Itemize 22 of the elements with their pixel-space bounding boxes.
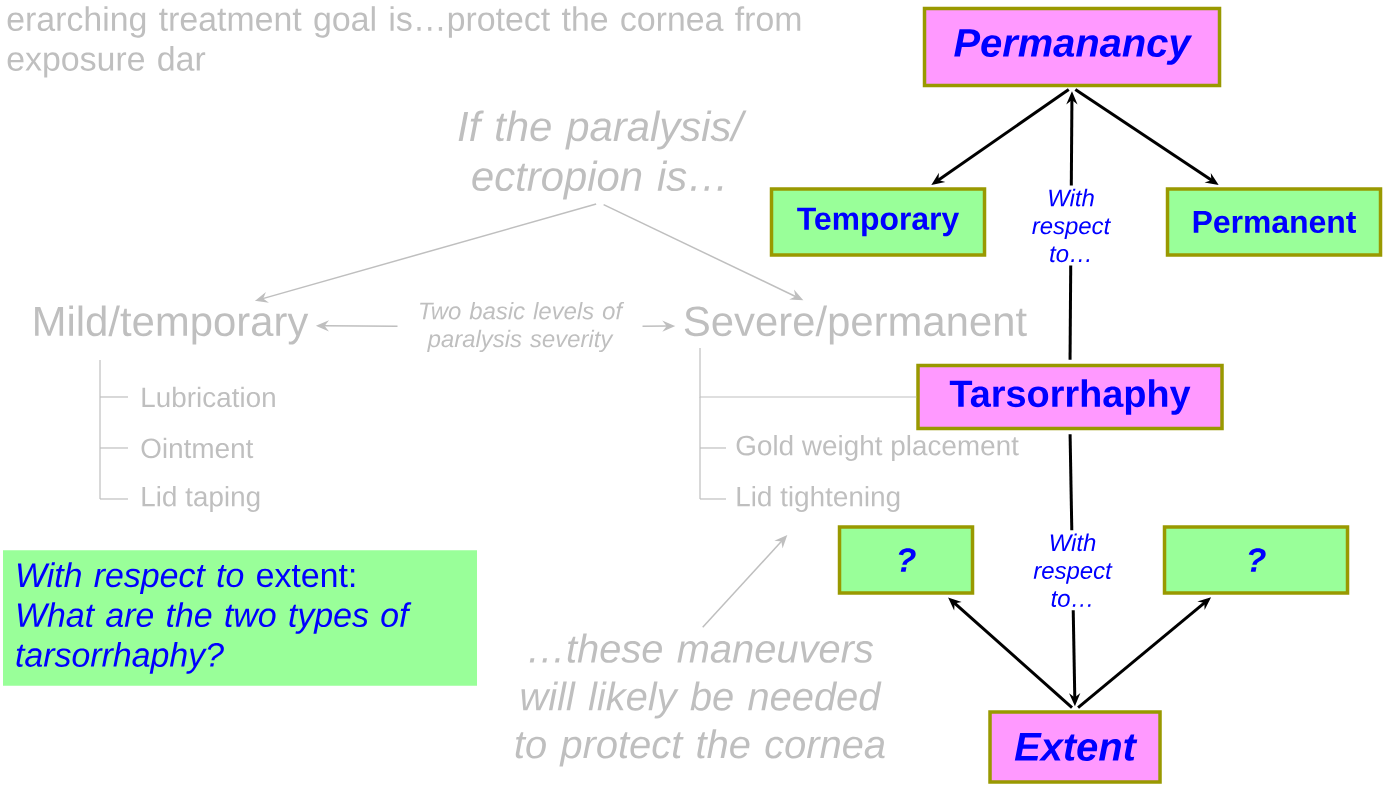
topic-box: Tarsorrhaphy	[916, 363, 1224, 431]
level-label: Severe/permanent	[684, 305, 1027, 345]
list-item: Lid taping	[142, 486, 260, 512]
list-item: Ointment	[141, 437, 254, 459]
heading-text: If the paralysis/ ectropion is…	[458, 110, 747, 200]
edge-label: With respect to…	[1017, 185, 1125, 266]
option-box: Permanent	[1165, 187, 1383, 257]
list-item: Lid tightening	[737, 486, 900, 512]
category-box: Extent	[988, 710, 1162, 784]
level-label: Mild/temporary	[35, 305, 309, 345]
heading-text: …these maneuvers will likely be needed to protect the cornea	[515, 633, 885, 767]
option-box: Temporary	[769, 187, 987, 257]
title-text: erarching treatment goal is…protect the cornea from exposure dar	[7, 6, 801, 78]
option-box: ?	[837, 525, 975, 595]
list-item: Lubrication	[142, 386, 275, 408]
edge-label: With respect to…	[1019, 530, 1126, 611]
category-box: Permanancy	[922, 6, 1222, 88]
list-item: Gold weight placement	[736, 435, 1019, 461]
question-box: With respect to extent: What are the two types of tarsorrhaphy?	[3, 550, 477, 686]
tree-line	[699, 347, 917, 398]
option-box: ?	[1162, 525, 1350, 595]
note-text: Two basic levels of paralysis severity	[420, 301, 625, 353]
